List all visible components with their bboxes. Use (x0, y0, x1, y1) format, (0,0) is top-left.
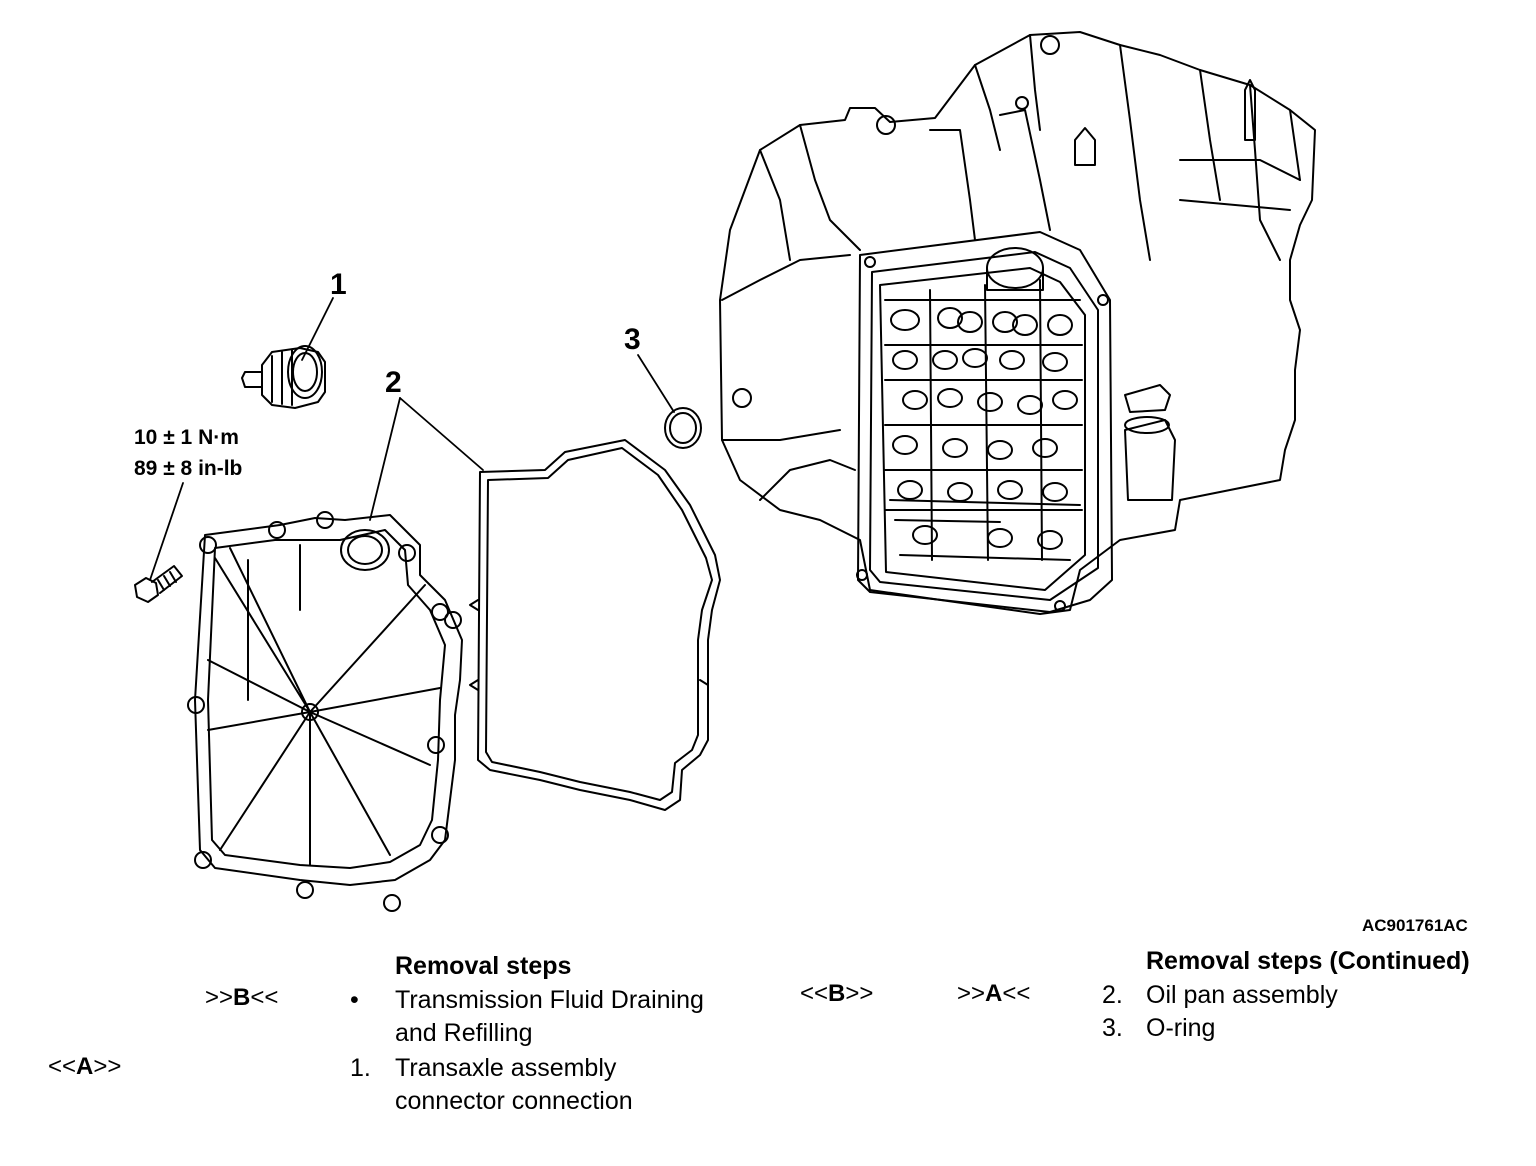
callout-3: 3 (624, 323, 641, 356)
service-mark-b-removal: <<B>> (800, 980, 873, 1008)
step-text-line1: Transmission Fluid Draining (395, 986, 704, 1014)
service-mark-a-removal: <<A>> (48, 1053, 121, 1081)
callout-2: 2 (385, 366, 402, 399)
figure-id: AC901761AC (1362, 916, 1468, 935)
step-number: 2. (1102, 981, 1123, 1009)
mark-close: >> (845, 980, 874, 1007)
bolt-illustration (134, 565, 183, 603)
mark-open: << (800, 980, 829, 1007)
mark-close: >> (93, 1053, 122, 1080)
callout-1: 1 (330, 268, 347, 301)
step-text: Oil pan assembly (1146, 981, 1338, 1009)
transaxle-assembly-illustration (719, 31, 1316, 615)
mark-letter: A (76, 1053, 94, 1080)
leader-lines (149, 297, 675, 581)
removal-header-continued: Removal steps (Continued) (1146, 947, 1470, 975)
torque-imperial: 89 ± 8 in-lb (134, 457, 243, 480)
removal-header: Removal steps (395, 952, 572, 980)
service-mark-b-install: >>B<< (205, 984, 278, 1012)
torque-metric: 10 ± 1 N·m (134, 426, 239, 449)
mark-close: << (250, 984, 279, 1011)
connector-illustration (241, 345, 326, 409)
mark-letter: B (828, 980, 846, 1007)
mark-open: >> (205, 984, 234, 1011)
oil-pan-illustration (187, 511, 463, 912)
step-number: 3. (1102, 1014, 1123, 1042)
step-bullet: • (350, 986, 359, 1014)
step-text-line1: Transaxle assembly (395, 1054, 617, 1082)
step-text-line2: connector connection (395, 1087, 633, 1115)
mark-letter: B (233, 984, 251, 1011)
gasket-illustration (469, 439, 721, 811)
mark-open: << (48, 1053, 77, 1080)
valve-spools (890, 307, 1078, 550)
mark-letter: A (985, 980, 1003, 1007)
mark-close: << (1002, 980, 1031, 1007)
step-text-line2: and Refilling (395, 1019, 533, 1047)
service-mark-a-install: >>A<< (957, 980, 1030, 1008)
o-ring-illustration (664, 407, 702, 449)
step-text: O-ring (1146, 1014, 1216, 1042)
step-number: 1. (350, 1054, 371, 1082)
mark-open: >> (957, 980, 986, 1007)
